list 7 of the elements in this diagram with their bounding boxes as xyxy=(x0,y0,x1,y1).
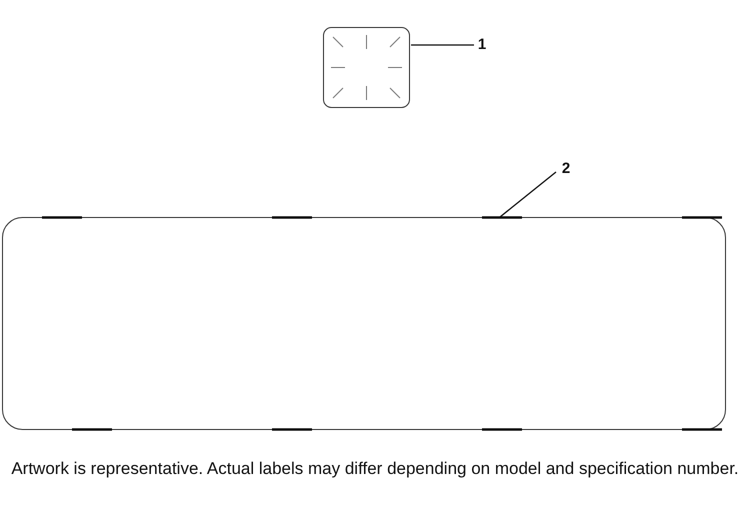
label-decal xyxy=(323,27,410,108)
callout-number: 2 xyxy=(558,160,574,178)
caption-note: Artwork is representative. Actual labels may differ depending on model and specification number. xyxy=(10,458,740,480)
label-decal xyxy=(2,217,726,430)
leader-line xyxy=(500,172,556,218)
callout-number: 1 xyxy=(474,36,490,54)
leader-line xyxy=(411,44,474,46)
